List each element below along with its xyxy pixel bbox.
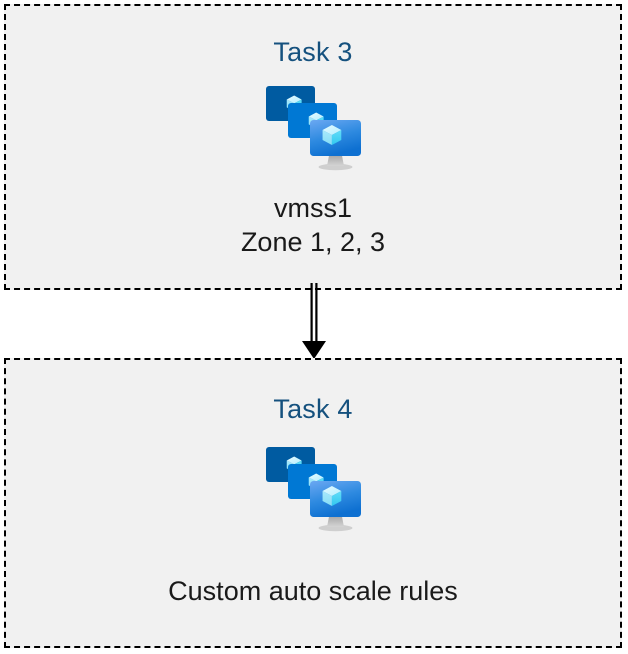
azure-vm-scale-set-icon [266, 86, 361, 171]
task-3-caption: vmss1 Zone 1, 2, 3 [241, 191, 385, 259]
task-4-heading: Task 4 [273, 394, 353, 424]
task-4-caption: Custom auto scale rules [168, 574, 458, 608]
azure-vm-scale-set-icon [266, 447, 361, 532]
task-3-heading: Task 3 [273, 37, 353, 67]
task-3-caption-line-2: Zone 1, 2, 3 [240, 227, 386, 257]
task-3-caption-line-1: vmss1 [273, 193, 352, 223]
task-box-task-4[interactable]: Task 4 [4, 358, 622, 648]
arrow-down-icon [302, 283, 326, 359]
task-4-caption-line-1: Custom auto scale rules [168, 576, 458, 606]
task-box-task-3[interactable]: Task 3 [4, 4, 622, 290]
